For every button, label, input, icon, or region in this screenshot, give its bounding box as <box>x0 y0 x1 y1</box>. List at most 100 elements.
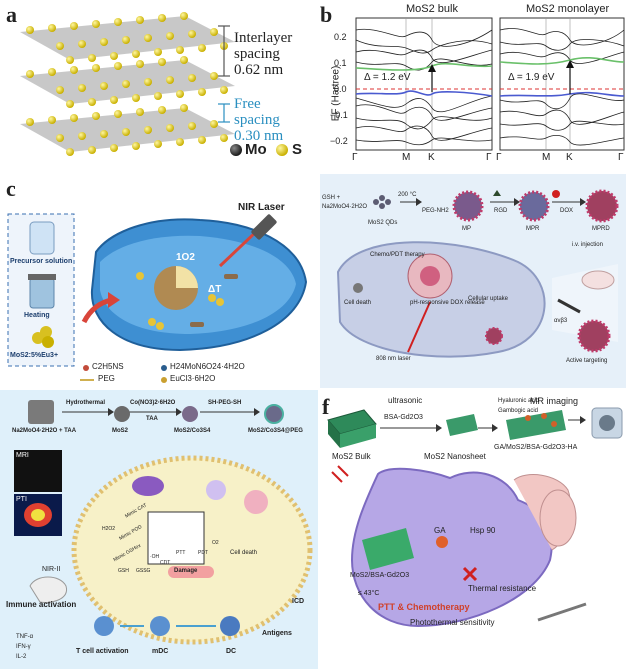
mpr-particle <box>518 190 550 222</box>
mono-title: MoS2 monolayer <box>526 3 610 15</box>
ptt-label: PTT <box>176 550 186 556</box>
interlayer-spacing-word: spacing <box>234 46 280 62</box>
panel-f: f ultrasonic MoS2 Bulk BSA-Gd2O3 MoS2 Na… <box>318 390 628 669</box>
peg-step-label: SH-PEG-SH <box>208 400 242 406</box>
heat-label: ΔT <box>208 284 222 295</box>
free-spacing-word: spacing <box>234 112 280 128</box>
interlayer-value: 0.62 nm <box>234 62 284 78</box>
peg-label: PEG-NH2 <box>422 208 449 214</box>
gssg-label: GSSG <box>136 568 151 574</box>
ph-label: pH-responsive DOX release <box>410 300 485 306</box>
temp-label: ≤ 43°C <box>358 590 380 597</box>
bulk-label: MoS2 Bulk <box>332 452 371 461</box>
mri-label: MRI <box>16 452 29 459</box>
death-label: Cell death <box>344 300 372 306</box>
mo-legend-dot <box>230 144 242 156</box>
sensitivity-label: Photothermal sensitivity <box>410 618 495 627</box>
panel-e-illustration <box>0 390 318 669</box>
xtick-bulk-m: M <box>402 152 411 163</box>
layer-top <box>20 12 235 64</box>
legend-peg: PEG <box>98 374 115 383</box>
pti-label: PTI <box>16 496 27 503</box>
reagents-label: GSH + Na2MoO4·2H2O <box>322 195 368 210</box>
bulk-gap-label: Δ = 1.2 eV <box>364 72 411 83</box>
heating-label: Heating <box>24 312 50 319</box>
bulk-title: MoS2 bulk <box>406 3 458 15</box>
s-legend-dot <box>276 144 288 156</box>
layer-middle <box>20 56 235 108</box>
ga-label: GA <box>434 526 446 535</box>
rgd-label: RGD <box>494 208 508 214</box>
ytick-5: −0.2 <box>330 136 348 146</box>
ytick-1: 0.2 <box>334 32 347 42</box>
celldeath-label: Cell death <box>230 550 258 556</box>
panel-d-illustration <box>320 174 626 388</box>
tcell-label: T cell activation <box>76 648 129 655</box>
precursor-label: Precursor solution <box>10 258 73 265</box>
product-label: GA/MoS2/BSA-Gd2O3-HA <box>494 444 578 451</box>
temp-label: 200 °C <box>398 192 417 198</box>
o2-label: O2 <box>212 540 219 546</box>
legend-europium: EuCl3·6H2O <box>170 374 216 383</box>
panel-e: e Na2MoO4·2H2O + TAA Hydrothermal MoS2 C… <box>0 390 318 669</box>
dc-label: DC <box>226 648 237 655</box>
gsh-label: GSH <box>118 568 129 574</box>
bulk-crystal <box>327 409 377 448</box>
xtick-bulk-k: K <box>428 152 435 163</box>
composite-label: MoS2/BSA-Gd2O3 <box>350 572 410 579</box>
mprd-label: MPRD <box>592 226 610 232</box>
hsp-label: Hsp 90 <box>470 526 496 535</box>
legend-thioacetamide: C2H5NS <box>92 362 124 371</box>
product-label: MoS2/Co3S4@PEG <box>248 428 303 434</box>
antigens-label: Antigens <box>262 630 292 637</box>
free-value: 0.30 nm <box>234 128 284 144</box>
mprd-particle <box>585 189 619 223</box>
mono-gap-label: Δ = 1.9 eV <box>508 72 555 83</box>
targeting-label: Active targeting <box>566 358 608 364</box>
qds-label: MoS2 QDs <box>368 220 398 226</box>
ytick-2: 0.1 <box>334 58 347 68</box>
cdt-label: CDT <box>160 560 171 566</box>
ultrasonic-label: ultrasonic <box>388 396 423 405</box>
mdc-label: mDC <box>152 648 169 655</box>
taa-label: TAA <box>146 416 158 422</box>
xtick-mono-gamma-end: Γ <box>618 152 624 163</box>
qd-cluster <box>373 195 391 209</box>
layer-bottom <box>20 104 235 156</box>
ytick-3: 0.0 <box>334 84 347 94</box>
band-structure-plots <box>355 17 625 151</box>
free-spacing-arrow <box>218 103 230 123</box>
injection-label: i.v. injection <box>572 242 603 248</box>
laser-label: 808 nm laser <box>376 356 411 362</box>
mp-label: MP <box>462 226 471 232</box>
chemo-label: Chemo/PDT therapy <box>370 252 425 258</box>
gamb-label: Gambogic acid <box>498 408 539 414</box>
cytokine-tnf: TNF-α <box>16 634 34 640</box>
integrin-label: αvβ3 <box>554 318 568 324</box>
free-label: Free <box>234 96 261 112</box>
product-label: MoS2:5%Eu3+ <box>10 352 59 359</box>
panel-a: a <box>0 0 318 172</box>
panel-b: b MoS2 bulk MoS2 monolayer EF (Hartree) … <box>318 0 628 172</box>
nir-label: NIR-II <box>42 566 61 573</box>
oh-label: ·OH <box>150 554 160 560</box>
panel-f-illustration <box>327 407 623 628</box>
laser-label: NIR Laser <box>238 202 285 213</box>
nanosheet-label: MoS2 Nanosheet <box>424 452 486 461</box>
hydrothermal-label: Hydrothermal <box>66 400 106 406</box>
ha-label: Hyaluronic acid <box>498 398 540 404</box>
mo-legend-label: Mo <box>245 141 267 158</box>
cytokine-il2: IL-2 <box>16 654 27 660</box>
uptake-label: Cellular uptake <box>468 296 509 302</box>
bsa-label: BSA-Gd2O3 <box>384 414 423 421</box>
resistance-label: Thermal resistance <box>468 584 537 593</box>
cytokine-ifn: IFN-γ <box>16 644 31 650</box>
xtick-mono-m: M <box>542 152 551 163</box>
xtick-bulk-gamma-end: Γ <box>486 152 492 163</box>
mp-particle <box>452 190 484 222</box>
ptt-label: PTT & Chemotherapy <box>378 602 470 612</box>
panel-f-label: f <box>322 394 330 419</box>
interlayer-label: Interlayer <box>234 30 293 46</box>
interlayer-arrow <box>218 25 230 77</box>
xtick-mono-k: K <box>566 152 573 163</box>
